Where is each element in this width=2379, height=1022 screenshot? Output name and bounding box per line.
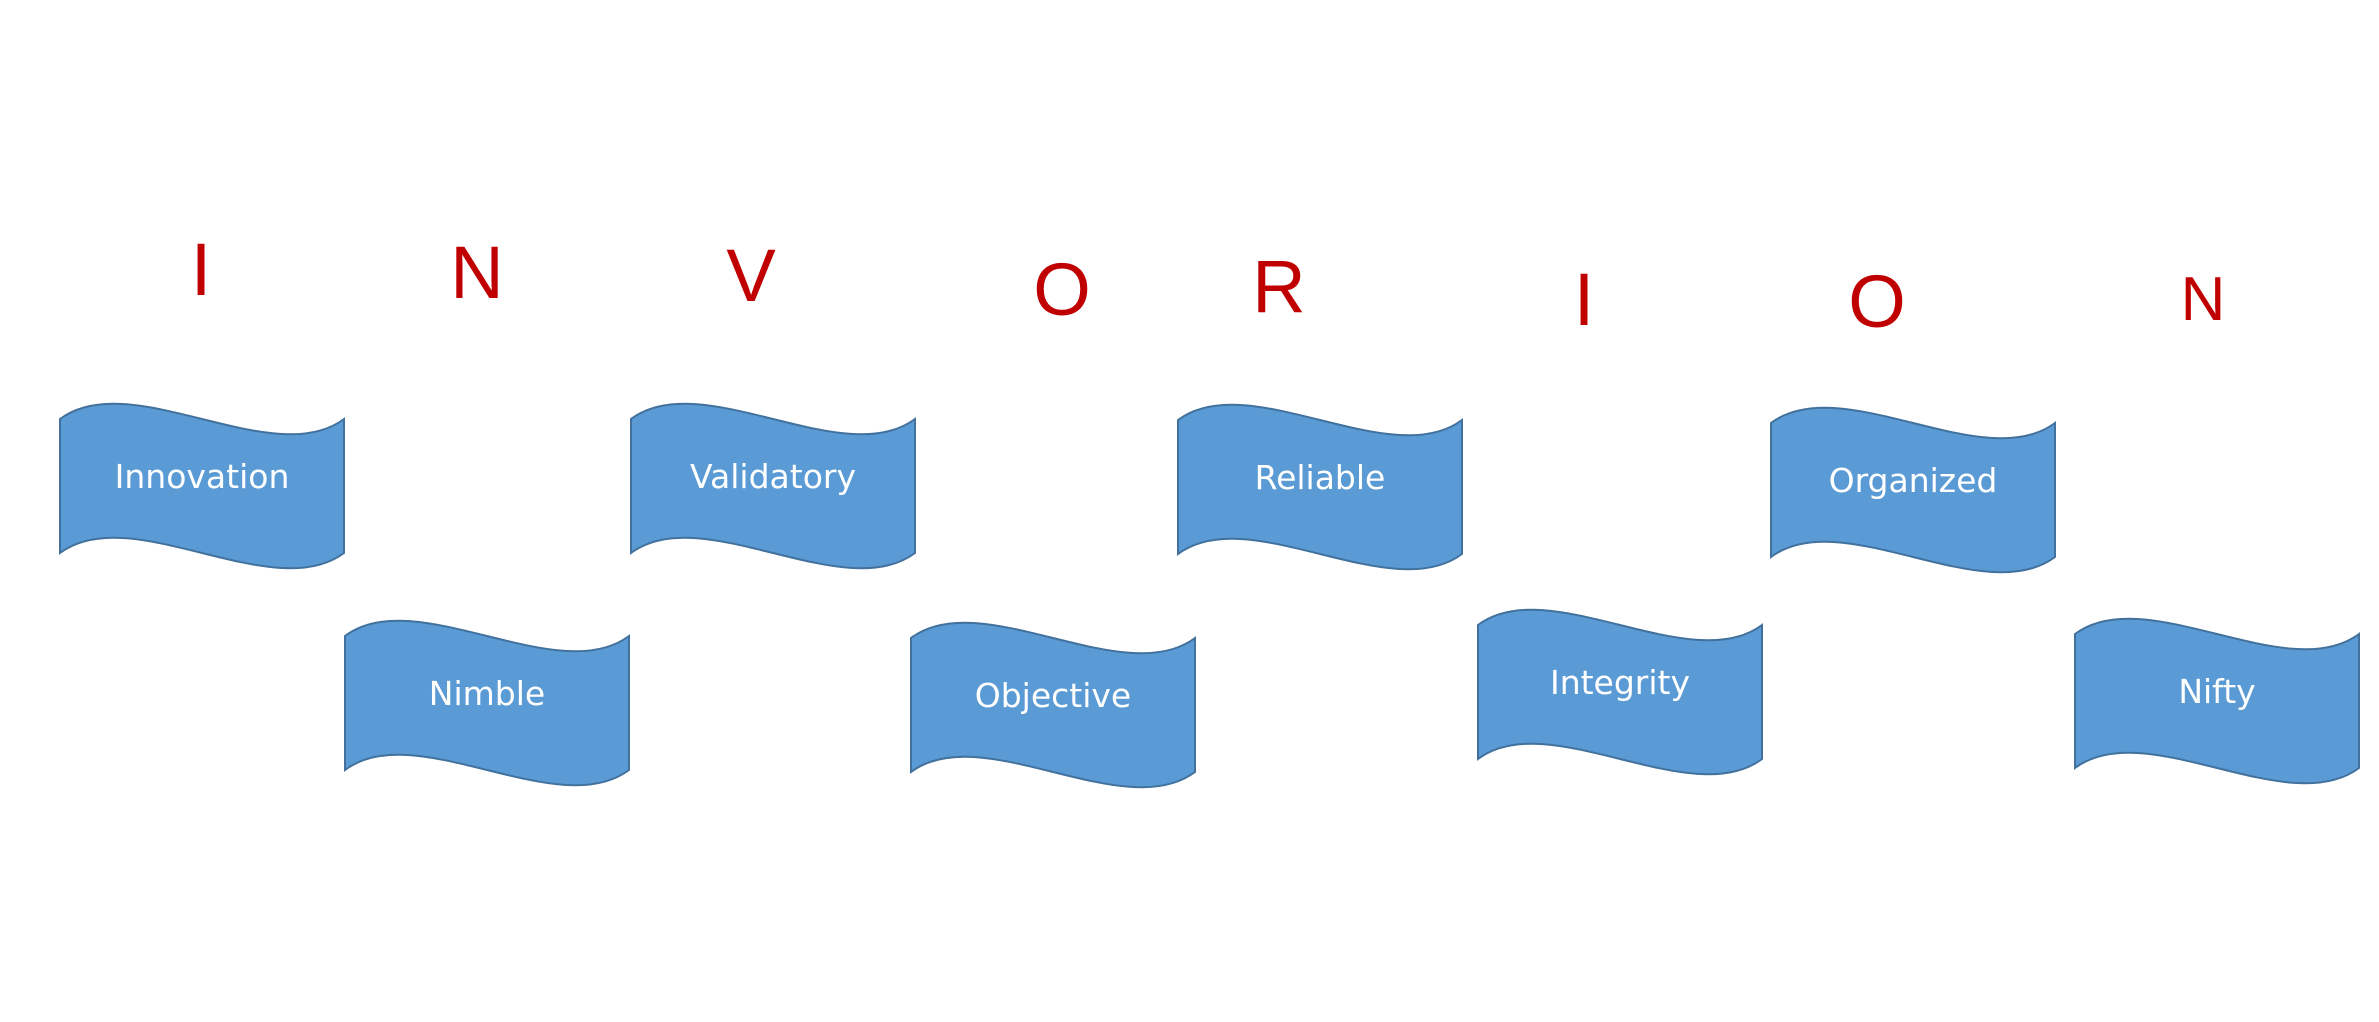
- wave-label-organized: Organized: [1828, 461, 1998, 500]
- acronym-letter-3: V: [726, 234, 776, 317]
- acronym-letter-2: N: [450, 231, 504, 314]
- wave-shape-nimble: Nimble: [344, 614, 630, 792]
- wave-label-innovation: Innovation: [114, 457, 290, 496]
- wave-shape: [344, 619, 630, 787]
- wave-shape: [910, 621, 1196, 789]
- acronym-letter-1: I: [190, 228, 212, 311]
- wave-shape: [630, 402, 916, 570]
- acronym-letter-7: O: [1848, 260, 1906, 343]
- wave-shape: [2074, 617, 2360, 785]
- wave-shape-reliable: Reliable: [1177, 398, 1463, 576]
- wave-shape: [1177, 403, 1463, 571]
- wave-label-integrity: Integrity: [1549, 663, 1691, 702]
- wave-label-nimble: Nimble: [428, 674, 546, 713]
- wave-shape-objective: Objective: [910, 616, 1196, 794]
- wave-shape-nifty: Nifty: [2074, 612, 2360, 790]
- acronym-letter-4: O: [1033, 248, 1091, 331]
- wave-shape: [1477, 608, 1763, 776]
- acronym-letter-5: R: [1252, 245, 1306, 328]
- wave-shape-validatory: Validatory: [630, 397, 916, 575]
- acronym-letter-6: I: [1573, 258, 1595, 341]
- wave-label-nifty: Nifty: [2178, 672, 2256, 711]
- wave-shape: [1770, 406, 2056, 574]
- wave-label-reliable: Reliable: [1254, 458, 1386, 497]
- wave-shape: [59, 402, 345, 570]
- wave-shape-integrity: Integrity: [1477, 603, 1763, 781]
- acronym-letter-8: N: [2180, 265, 2226, 334]
- wave-label-objective: Objective: [974, 676, 1132, 715]
- wave-label-validatory: Validatory: [690, 457, 856, 496]
- wave-shape-innovation: Innovation: [59, 397, 345, 575]
- wave-shape-organized: Organized: [1770, 401, 2056, 579]
